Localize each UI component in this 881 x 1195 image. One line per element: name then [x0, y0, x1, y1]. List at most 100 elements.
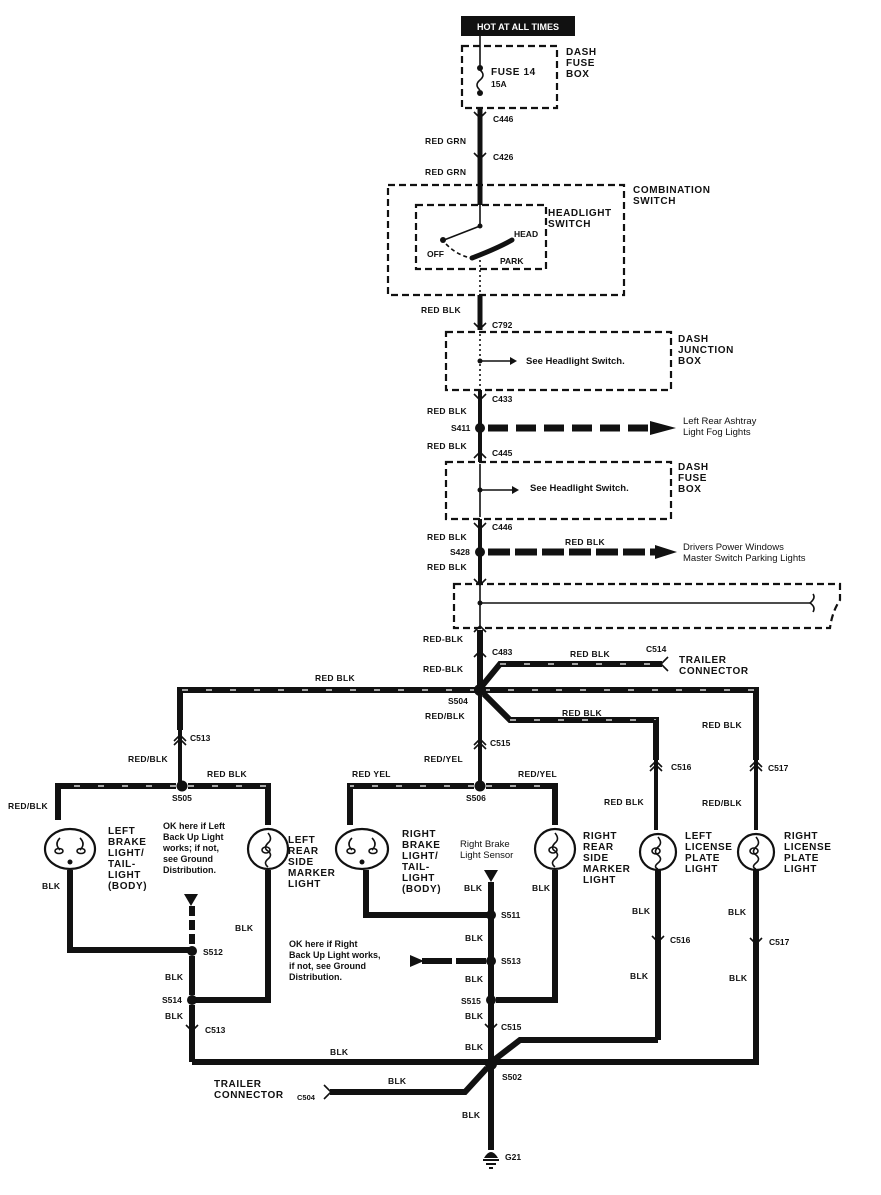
s506-splice	[474, 780, 486, 792]
wire-red-blk-left-trunk: RED BLK	[315, 673, 355, 683]
fusebox-arrow-icon	[512, 486, 519, 494]
s515-splice	[486, 995, 496, 1005]
s504-lower-right-branch	[481, 691, 659, 760]
ground-g21-icon	[483, 1152, 499, 1169]
wire-blk-s514-c513: BLK	[165, 1011, 184, 1021]
wire-blk-left-marker: BLK	[235, 923, 254, 933]
text-line: COMBINATION	[633, 185, 711, 196]
s505-splice	[176, 780, 188, 792]
s512-splice	[187, 946, 197, 956]
wire-blk-ground: BLK	[462, 1110, 481, 1120]
c433-connector	[473, 393, 487, 402]
text-line: BOX	[566, 69, 589, 80]
switch-head-label: HEAD	[514, 229, 538, 239]
text-line: RIGHT	[583, 831, 617, 842]
c513-top-label: C513	[190, 733, 211, 743]
text-line: LIGHT	[583, 875, 616, 886]
text-line: CONNECTOR	[679, 666, 749, 677]
c433-label: C433	[492, 394, 513, 404]
c426-label: C426	[493, 152, 514, 162]
switch-park-head-contact	[469, 237, 515, 261]
switch-arc-dashed	[445, 243, 473, 259]
right-brake-light-icon	[334, 827, 390, 871]
text-line: LIGHT/	[402, 851, 438, 862]
right-brake-sensor-arrow-icon	[484, 870, 498, 882]
text-line: LIGHT	[685, 864, 718, 875]
dash-fuse-box-mid	[444, 460, 673, 521]
text-line: SIDE	[288, 857, 314, 868]
c516-bottom-label: C516	[670, 935, 691, 945]
c513-bottom-label: C513	[205, 1025, 226, 1035]
text-line: LIGHT/	[108, 848, 144, 859]
wire-blk-c517-below: BLK	[729, 973, 748, 983]
text-line: DASH	[678, 462, 709, 473]
right-rear-side-marker-icon	[533, 827, 577, 871]
s411-label: S411	[451, 423, 471, 433]
wire-red-yel-left: RED YEL	[352, 769, 391, 779]
fuse-terminal-top	[477, 65, 483, 71]
trailer-branch-wire	[479, 661, 662, 688]
text-line: (BODY)	[108, 881, 147, 892]
s506-left-wire	[347, 783, 474, 825]
s428-branch-arrow-icon	[655, 545, 677, 559]
c517-top-connector	[749, 759, 763, 772]
text-line: OK here if Left	[163, 821, 225, 831]
right-license-plate-light-icon	[736, 832, 776, 872]
s505-label: S505	[172, 793, 192, 803]
wire-red-blk-trailer: RED BLK	[570, 649, 610, 659]
wire-red-blk-c445: RED BLK	[427, 441, 467, 451]
wire-red-grn-2: RED GRN	[425, 167, 466, 177]
left-marker-to-s514	[192, 870, 271, 1003]
s514-splice	[187, 995, 197, 1005]
wire-red-blk-c516-above: RED BLK	[604, 797, 644, 807]
s428-splice	[475, 547, 485, 557]
c504-label: C504	[297, 1093, 316, 1102]
text-line: LIGHT	[402, 873, 435, 884]
text-line: SWITCH	[548, 219, 591, 230]
wire-blk-bottom-run: BLK	[330, 1047, 349, 1057]
wire-red-grn-1: RED GRN	[425, 136, 466, 146]
text-line: REAR	[288, 846, 319, 857]
wire-blk-s511-s513: BLK	[465, 933, 484, 943]
text-line: CONNECTOR	[214, 1090, 284, 1101]
wire-blk-right-marker: BLK	[532, 883, 551, 893]
s506-right-wire	[486, 783, 558, 825]
switch-off-label: OFF	[427, 249, 444, 259]
fuse-rating: 15A	[491, 79, 507, 89]
text-line: Distribution.	[163, 865, 216, 875]
wire-red-yel-right: RED/YEL	[518, 769, 557, 779]
wire-red-blk-right-branch: RED BLK	[562, 708, 602, 718]
text-line: Light Sensor	[460, 850, 513, 861]
c445-label: C445	[492, 448, 513, 458]
wire-blk-c517-above: BLK	[728, 907, 747, 917]
text-line: MARKER	[583, 864, 631, 875]
c516-top-connector	[649, 759, 663, 772]
text-line: HEADLIGHT	[548, 208, 612, 219]
wire-red-blk-c483-above: RED-BLK	[423, 634, 464, 644]
wide-box-lower-connector	[473, 624, 487, 633]
wire-red-blk-switch: RED BLK	[421, 305, 461, 315]
text-line: OK here if Right	[289, 939, 358, 949]
right-backup-ground-arrow-icon	[410, 955, 424, 967]
left-license-plate-light-icon	[638, 832, 678, 872]
text-line: LIGHT	[784, 864, 817, 875]
wire-red-blk-c433: RED BLK	[427, 406, 467, 416]
text-line: PLATE	[685, 853, 720, 864]
s502-splice	[485, 1058, 497, 1070]
text-line: LEFT	[685, 831, 712, 842]
text-line: LICENSE	[685, 842, 733, 853]
left-backup-ground-arrow-icon	[184, 894, 198, 906]
g21-label: G21	[505, 1152, 521, 1162]
text-line: (BODY)	[402, 884, 441, 895]
c516-top-label: C516	[671, 762, 692, 772]
wide-dashed-component	[452, 582, 842, 630]
s502-label: S502	[502, 1072, 522, 1082]
text-line: if not, see Ground	[289, 961, 366, 971]
wire-red-blk-c513-left: RED/BLK	[128, 754, 168, 764]
hot-at-all-times-text: HOT AT ALL TIMES	[477, 22, 559, 32]
